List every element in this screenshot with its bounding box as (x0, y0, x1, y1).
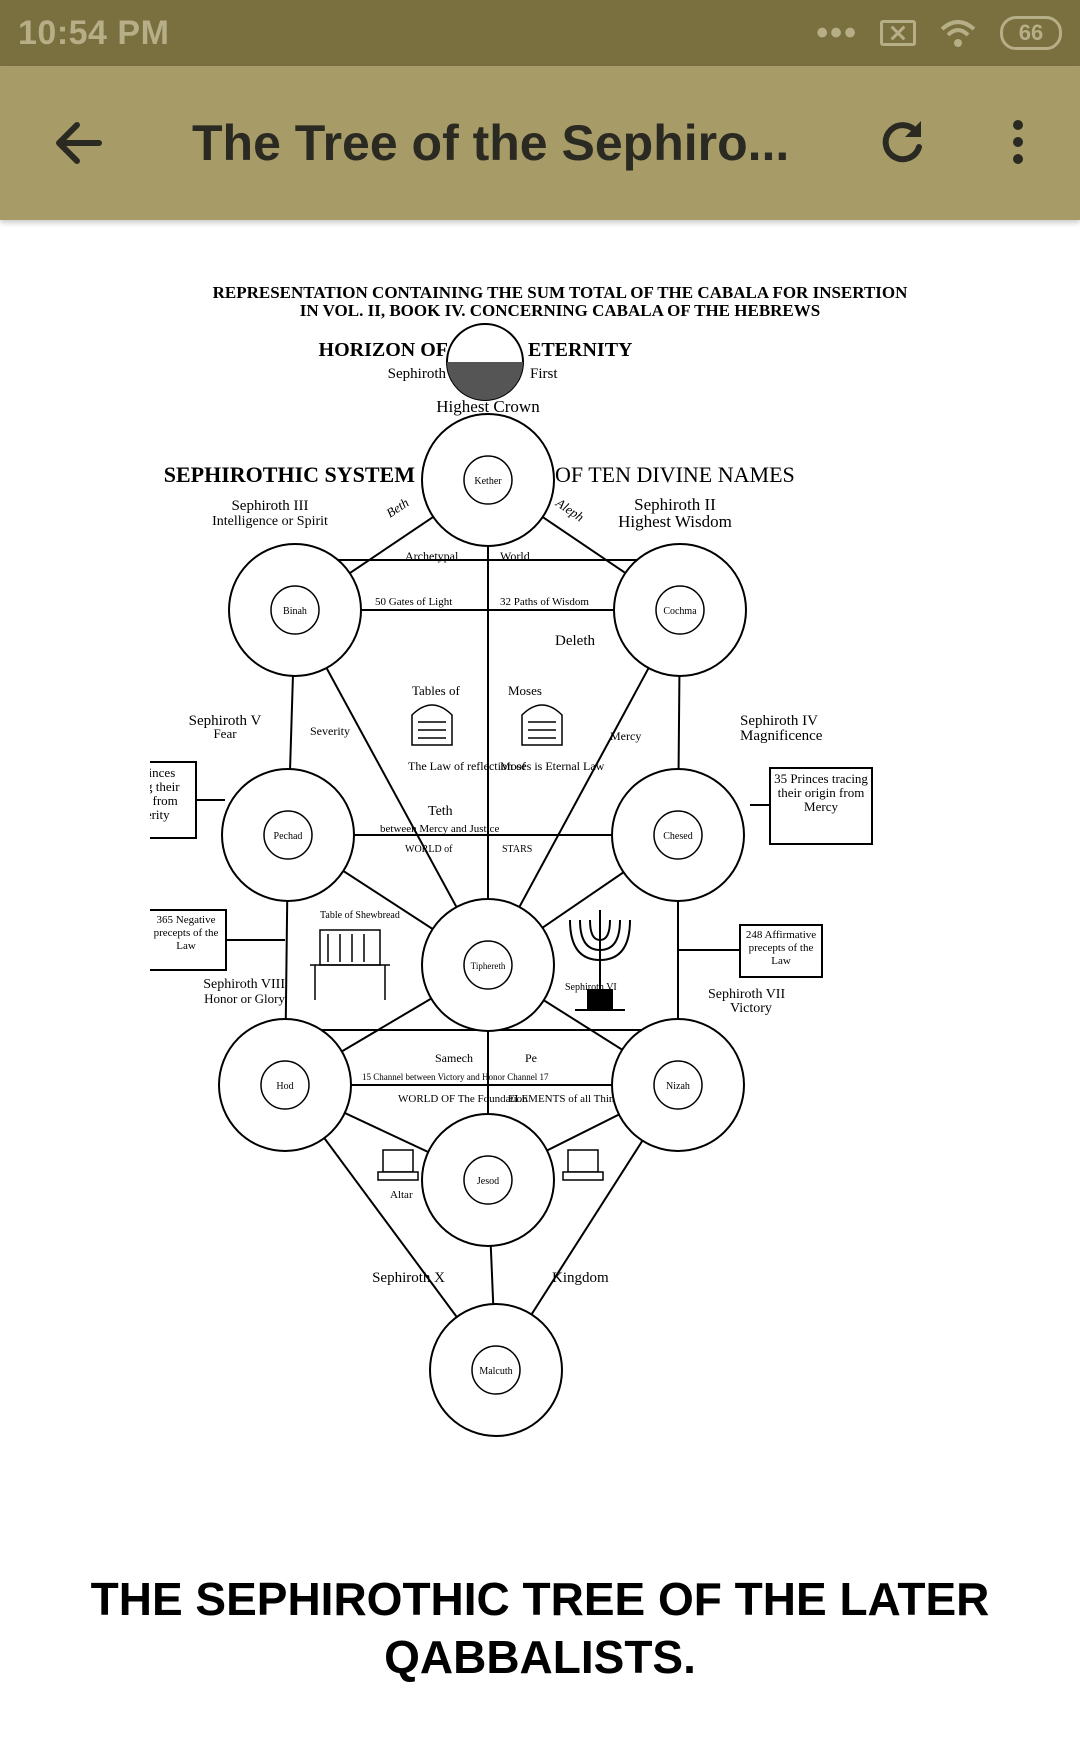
back-button[interactable] (38, 103, 118, 183)
kingdom-label: Kingdom (552, 1270, 609, 1286)
side-boxes (150, 761, 873, 978)
seph8-title: Sephiroth VIII (203, 977, 285, 992)
box-left-1: 33 Princes tracing their origin from Sev… (150, 766, 180, 822)
overflow-menu-button[interactable] (978, 102, 1058, 182)
seph2-title: Sephiroth II (634, 495, 716, 514)
horizon-label: HORIZON OF (319, 339, 448, 361)
refresh-icon (882, 121, 922, 163)
seph7-title: Sephiroth VII (708, 987, 785, 1002)
world-label: World (500, 549, 530, 563)
moses-label: Moses (508, 683, 542, 698)
world-of-label: WORLD of (405, 844, 453, 855)
system-right-label: OF TEN DIVINE NAMES (555, 462, 795, 487)
horizon-sub: Sephiroth (388, 366, 447, 382)
box-left-2: 365 Negative precepts of the Law (154, 914, 219, 952)
sim-disabled-icon (880, 20, 916, 46)
svg-text:Jesod: Jesod (477, 1176, 499, 1187)
sephira-foundation: Jesod (421, 1113, 555, 1247)
altar-icon (377, 1149, 604, 1181)
battery-icon: 66 (1000, 16, 1062, 50)
wifi-icon (940, 20, 976, 47)
stars-label: STARS (502, 844, 532, 855)
seph10-title: Sephiroth X (372, 1270, 445, 1286)
horizon-shading (447, 362, 523, 400)
gates-label: 50 Gates of Light (375, 596, 452, 608)
pe-label: Pe (525, 1051, 537, 1065)
seph5-title: Sephiroth V (189, 713, 262, 729)
box-right-2: 248 Affirmative precepts of the Law (746, 929, 816, 967)
highest-crown-label: Highest Crown (436, 397, 540, 416)
altar-label: Altar (390, 1189, 413, 1201)
status-icons: ••• 66 (816, 14, 1062, 53)
system-left-label: SEPHIROTHIC SYSTEM (164, 462, 415, 487)
aleph-label: Aleph (552, 494, 586, 524)
svg-text:Cochma: Cochma (663, 606, 697, 617)
box-right-1: 35 Princes tracing their origin from Mer… (774, 772, 868, 814)
svg-text:Pechad: Pechad (274, 831, 303, 842)
more-notifications-icon: ••• (816, 13, 858, 52)
moses-eternal-label: Moses is Eternal Law (500, 759, 605, 773)
beth-label: Beth (383, 495, 411, 521)
seph3-title: Sephiroth III (231, 498, 308, 514)
teth-label: Teth (428, 804, 453, 819)
refresh-button[interactable] (862, 102, 942, 182)
svg-text:Binah: Binah (283, 606, 307, 617)
seph4-title: Sephiroth IV (740, 713, 818, 729)
sephira-mercy: Chesed (611, 768, 745, 902)
more-vert-icon (1013, 120, 1023, 164)
world-foundation-label: WORLD OF The Foundation (398, 1093, 528, 1105)
svg-text:Chesed: Chesed (663, 831, 692, 842)
eternity-label: ETERNITY (528, 339, 633, 361)
sephiroth-vi-label: Sephiroth VI (565, 982, 617, 993)
samech-label: Samech (435, 1051, 473, 1065)
svg-text:Hod: Hod (276, 1081, 293, 1092)
sephira-wisdom: Cochma (613, 543, 747, 677)
sephira-fear: Pechad (221, 768, 355, 902)
figure-header-line2: IN VOL. II, BOOK IV. CONCERNING CABALA O… (300, 301, 820, 320)
arrow-left-icon (56, 122, 102, 164)
svg-text:Kether: Kether (474, 476, 502, 487)
figure-header-line1: REPRESENTATION CONTAINING THE SUM TOTAL … (213, 283, 909, 302)
tablets-icon (411, 704, 563, 746)
seph2-sub: Highest Wisdom (618, 512, 732, 531)
sephirothic-tree-image: REPRESENTATION CONTAINING THE SUM TOTAL … (150, 270, 970, 1560)
svg-text:Malcuth: Malcuth (479, 1366, 512, 1377)
seph5-sub: Fear (213, 726, 237, 741)
archetypal-label: Archetypal (405, 549, 459, 563)
app-bar: The Tree of the Sephiro... (0, 66, 1080, 220)
severity-label: Severity (310, 724, 350, 738)
menorah-icon (569, 910, 631, 1011)
seph8-sub: Honor or Glory (204, 991, 285, 1006)
status-bar: 10:54 PM ••• 66 (0, 0, 1080, 66)
mercy-label: Mercy (610, 729, 641, 743)
channel-victory-label: 15 Channel between Victory and Honor Cha… (362, 1072, 549, 1082)
first-label: First (530, 366, 558, 382)
law-reflection-label: The Law of reflection of (408, 759, 526, 773)
sephira-intelligence: Binah (228, 543, 362, 677)
sephira-beauty: Tiphereth (421, 898, 555, 1032)
sephira-victory: Nizah (611, 1018, 745, 1152)
seph7-sub: Victory (730, 1001, 772, 1016)
sephira-kingdom: Malcuth (429, 1303, 563, 1437)
seph4-sub: Magnificence (740, 728, 823, 744)
svg-text:Nizah: Nizah (666, 1081, 690, 1092)
table-shewbread-icon (310, 929, 390, 1000)
paths-label: 32 Paths of Wisdom (500, 596, 589, 608)
figure-caption: THE SEPHIROTHIC TREE OF THE LATER QABBAL… (90, 1573, 990, 1683)
status-time: 10:54 PM (18, 13, 170, 52)
seph3-sub: Intelligence or Spirit (212, 514, 328, 529)
tables-label: Tables of (412, 683, 460, 698)
deleth-label: Deleth (555, 633, 595, 649)
sephira-honor: Hod (218, 1018, 352, 1152)
svg-text:Tiphereth: Tiphereth (471, 961, 506, 971)
between-mercy-label: between Mercy and Justice (380, 823, 500, 835)
page-title: The Tree of the Sephiro... (192, 115, 790, 171)
table-shewbread-label: Table of Shewbread (320, 910, 400, 921)
sephira-crown: Kether (421, 413, 555, 547)
